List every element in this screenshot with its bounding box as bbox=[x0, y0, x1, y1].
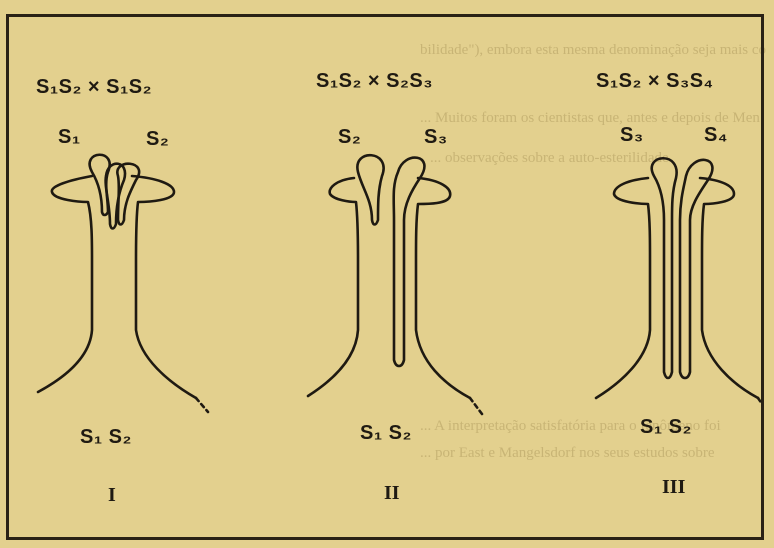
pollen-label-left-panel-3: S₃ bbox=[620, 124, 644, 147]
pollen-tube-s3-panel-3 bbox=[652, 158, 677, 378]
pollen-label-left-panel-2: S₂ bbox=[338, 126, 361, 149]
pollen-label-left-panel-1: S₁ bbox=[58, 126, 81, 149]
cross-label-panel-1: S₁S₂ × S₁S₂ bbox=[36, 76, 152, 99]
panel-numeral-3: III bbox=[662, 476, 685, 499]
cross-label-panel-3: S₁S₂ × S₃S₄ bbox=[596, 70, 714, 93]
pollen-label-right-panel-2: S₃ bbox=[424, 126, 448, 149]
style-genotype-panel-2: S₁ S₂ bbox=[360, 422, 412, 445]
pollen-label-right-panel-1: S₂ bbox=[146, 128, 169, 151]
panel-numeral-1: I bbox=[108, 484, 116, 507]
pollen-tube-s3-panel-2 bbox=[394, 158, 425, 366]
cross-label-panel-2: S₁S₂ × S₂S₃ bbox=[316, 70, 433, 93]
pistil-1 bbox=[38, 176, 208, 412]
pollen-tube-s4-panel-3 bbox=[680, 160, 712, 378]
style-genotype-panel-1: S₁ S₂ bbox=[80, 426, 132, 449]
pollen-tube-s2-panel-2 bbox=[357, 155, 383, 224]
style-genotype-panel-3: S₁ S₂ bbox=[640, 416, 692, 439]
pollen-label-right-panel-3: S₄ bbox=[704, 124, 728, 147]
panel-numeral-2: II bbox=[384, 482, 400, 505]
